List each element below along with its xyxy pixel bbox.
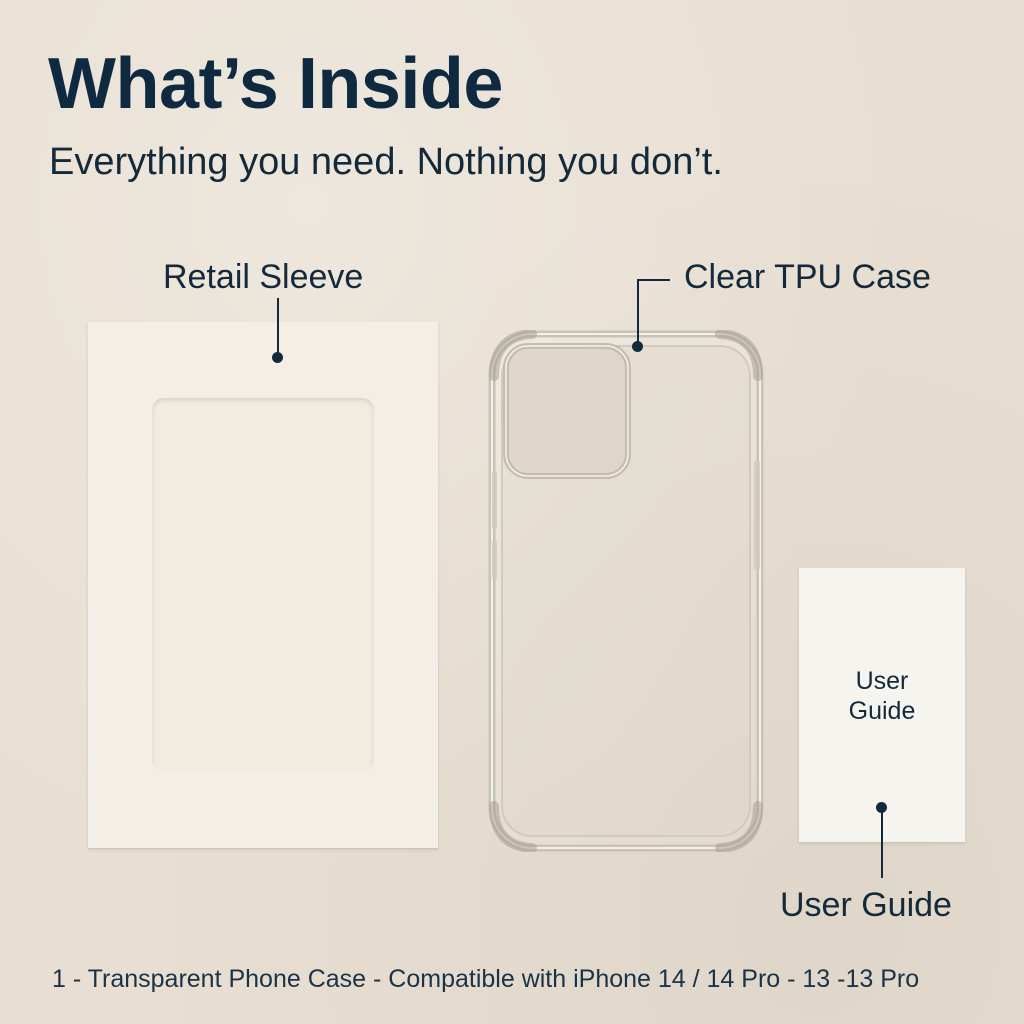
case-corner-top-left <box>489 329 537 381</box>
product-footer-note: 1 - Transparent Phone Case - Compatible … <box>52 965 920 993</box>
retail-sleeve-leader-dot <box>272 352 283 363</box>
page-subtitle: Everything you need. Nothing you don’t. <box>49 141 723 183</box>
user-guide-card-line-1: User <box>855 667 909 695</box>
case-side-buttons-right <box>754 460 760 570</box>
clear-case-label: Clear TPU Case <box>684 258 931 296</box>
clear-case-leader-horizontal <box>637 279 670 281</box>
user-guide-label: User Guide <box>780 886 952 924</box>
clear-tpu-case <box>488 329 764 853</box>
case-outer-highlight <box>491 333 761 849</box>
clear-tpu-case-drawing <box>488 329 764 853</box>
retail-sleeve-label: Retail Sleeve <box>163 258 364 296</box>
user-guide-card: User Guide <box>799 568 965 842</box>
page-title: What’s Inside <box>48 44 503 124</box>
user-guide-leader-line <box>881 806 883 878</box>
retail-sleeve-window <box>152 398 374 772</box>
user-guide-card-line-2: Guide <box>848 697 916 725</box>
case-corner-bottom-right <box>715 801 763 853</box>
retail-sleeve <box>88 322 438 848</box>
case-corner-top-right <box>715 329 763 381</box>
case-back-panel <box>501 345 751 837</box>
clear-case-leader-dot <box>632 341 643 352</box>
case-corner-bottom-left <box>489 801 537 853</box>
clear-case-leader-vertical <box>637 279 639 345</box>
case-side-buttons-left <box>492 470 497 530</box>
case-camera-cutout <box>503 343 631 479</box>
user-guide-card-text: User Guide <box>799 666 965 726</box>
retail-sleeve-leader-line <box>277 298 279 356</box>
